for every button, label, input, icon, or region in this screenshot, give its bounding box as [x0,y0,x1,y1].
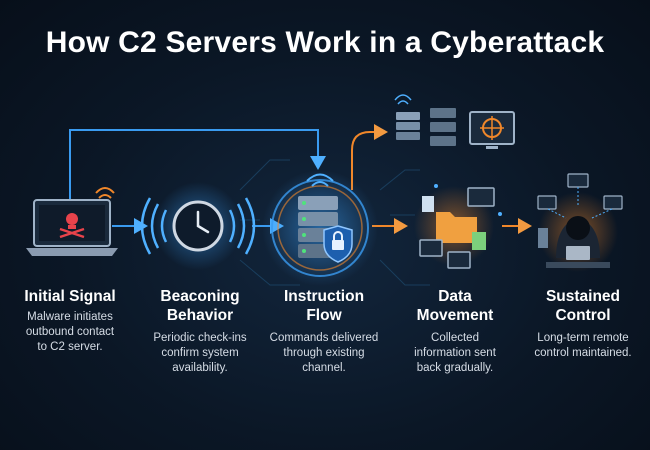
data-folder-icon [414,184,502,269]
step-data-movement: Data Movement Collected information sent… [396,287,514,376]
step-instruction-flow: Instruction Flow Commands delivered thro… [262,287,386,376]
circuit-traces [239,159,430,286]
beacon-clock-icon [140,182,256,270]
step-description: Malware initiates outbound contact to C2… [25,311,115,353]
infected-laptop-icon [26,187,118,256]
loop-arrow [69,129,326,200]
page-title: How C2 Servers Work in a Cyberattack [45,26,605,59]
step-heading: Sustained Control [545,288,621,324]
step-sustained-control: Sustained Control Long-term remote contr… [522,287,644,361]
hacker-control-icon [537,173,623,272]
step-description: Collected information sent back graduall… [414,332,496,374]
step-description: Periodic check-ins confirm system availa… [153,332,247,374]
step-heading: Instruction Flow [283,288,365,324]
command-network-icon [394,94,515,149]
step-description: Commands delivered through existing chan… [269,332,379,374]
step-beaconing-behavior: Beaconing Behavior Periodic check-ins co… [140,287,260,376]
step-description: Long-term remote control maintained. [534,332,632,359]
step-heading: Initial Signal [24,288,116,305]
step-heading: Beaconing Behavior [160,288,240,324]
arrow-server-up [351,124,388,190]
step-heading: Data Movement [416,288,494,324]
step-initial-signal: Initial Signal Malware initiates outboun… [10,287,130,355]
c2-server-icon [262,170,378,286]
